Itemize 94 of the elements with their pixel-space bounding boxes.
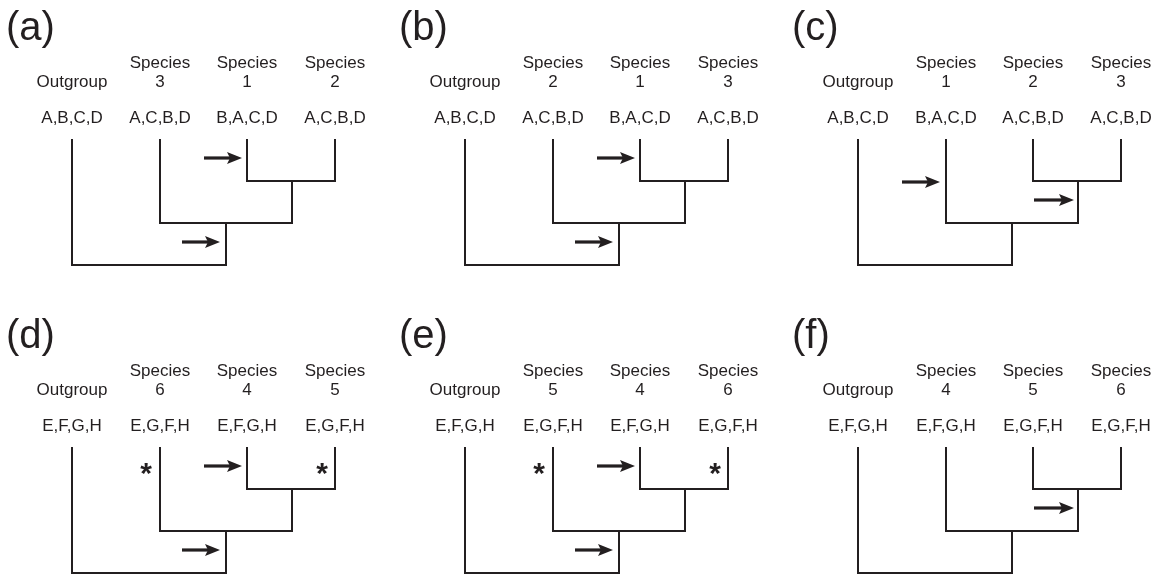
taxon-name: Outgroup — [428, 380, 502, 399]
tree-branch — [291, 488, 293, 531]
taxon-name: Species 6 — [128, 361, 192, 399]
tree-branch — [1120, 138, 1122, 181]
gene-order: E,G,F,H — [523, 416, 583, 435]
taxon-name: Species 2 — [303, 53, 367, 91]
tree-branch — [1032, 138, 1034, 181]
gene-order: A,C,B,D — [129, 108, 191, 127]
taxon-name: Species 3 — [1089, 53, 1153, 91]
gene-order: E,F,G,H — [828, 416, 888, 435]
taxon-name: Species 4 — [914, 361, 978, 399]
tree-branch — [945, 446, 947, 531]
tree-branch — [1120, 446, 1122, 489]
panel-label: (a) — [6, 4, 55, 48]
panel-label: (d) — [6, 312, 55, 356]
tree-branch — [334, 446, 336, 489]
taxon-name: Outgroup — [428, 72, 502, 91]
taxon-name: Species 3 — [128, 53, 192, 91]
tree-branch — [159, 138, 161, 223]
tree-branch — [225, 530, 227, 573]
gene-order: A,C,B,D — [697, 108, 759, 127]
tree-branch — [1011, 530, 1013, 573]
tree-branch — [1077, 180, 1079, 223]
tree-branch — [945, 138, 947, 223]
taxon-name: Species 1 — [215, 53, 279, 91]
tree-branch — [639, 138, 641, 181]
tree-branch — [857, 446, 859, 573]
tree-branch — [1077, 488, 1079, 531]
taxon-name: Species 4 — [215, 361, 279, 399]
gene-order: A,B,C,D — [827, 108, 889, 127]
tree-branch — [334, 138, 336, 181]
gene-order: E,G,F,H — [1091, 416, 1151, 435]
asterisk-mark: * — [140, 457, 152, 488]
tree-branch — [464, 138, 466, 265]
tree-branch — [727, 446, 729, 489]
gene-order: E,F,G,H — [217, 416, 277, 435]
tree-branch — [639, 446, 641, 489]
tree-branch — [71, 138, 73, 265]
gene-order: E,F,G,H — [610, 416, 670, 435]
gene-order: A,B,C,D — [41, 108, 103, 127]
gene-order: A,C,B,D — [304, 108, 366, 127]
taxon-name: Species 1 — [914, 53, 978, 91]
gene-order: E,F,G,H — [42, 416, 102, 435]
taxon-name: Outgroup — [35, 380, 109, 399]
gene-order: A,B,C,D — [434, 108, 496, 127]
taxon-name: Species 5 — [521, 361, 585, 399]
tree-branch — [159, 446, 161, 531]
gene-order: E,G,F,H — [1003, 416, 1063, 435]
taxon-name: Outgroup — [35, 72, 109, 91]
gene-order: E,G,F,H — [130, 416, 190, 435]
taxon-name: Species 2 — [1001, 53, 1065, 91]
gene-order: E,F,G,H — [435, 416, 495, 435]
asterisk-mark: * — [533, 457, 545, 488]
tree-branch — [552, 138, 554, 223]
asterisk-mark: * — [316, 457, 328, 488]
asterisk-mark: * — [709, 457, 721, 488]
tree-branch — [618, 222, 620, 265]
taxon-name: Species 3 — [696, 53, 760, 91]
panel-label: (c) — [792, 4, 839, 48]
tree-branch — [1032, 446, 1034, 489]
tree-branch — [684, 180, 686, 223]
tree-branch — [857, 138, 859, 265]
gene-order: A,C,B,D — [1090, 108, 1152, 127]
panel-label: (b) — [399, 4, 448, 48]
tree-branch — [684, 488, 686, 531]
taxon-name: Species 6 — [696, 361, 760, 399]
taxon-name: Species 5 — [303, 361, 367, 399]
taxon-name: Species 5 — [1001, 361, 1065, 399]
tree-branch — [246, 446, 248, 489]
gene-order: E,F,G,H — [916, 416, 976, 435]
taxon-name: Species 6 — [1089, 361, 1153, 399]
tree-branch — [618, 530, 620, 573]
gene-order: B,A,C,D — [609, 108, 671, 127]
taxon-name: Outgroup — [821, 72, 895, 91]
panel-label: (e) — [399, 312, 448, 356]
gene-order: A,C,B,D — [1002, 108, 1064, 127]
tree-branch — [291, 180, 293, 223]
tree-branch — [1011, 222, 1013, 265]
taxon-name: Species 2 — [521, 53, 585, 91]
taxon-name: Outgroup — [821, 380, 895, 399]
gene-order: E,G,F,H — [698, 416, 758, 435]
taxon-name: Species 4 — [608, 361, 672, 399]
gene-order: A,C,B,D — [522, 108, 584, 127]
tree-branch — [71, 446, 73, 573]
taxon-name: Species 1 — [608, 53, 672, 91]
gene-order: B,A,C,D — [216, 108, 278, 127]
tree-branch — [552, 446, 554, 531]
panel-label: (f) — [792, 312, 830, 356]
tree-branch — [464, 446, 466, 573]
tree-branch — [246, 138, 248, 181]
tree-branch — [727, 138, 729, 181]
gene-order: B,A,C,D — [915, 108, 977, 127]
tree-branch — [225, 222, 227, 265]
gene-order: E,G,F,H — [305, 416, 365, 435]
